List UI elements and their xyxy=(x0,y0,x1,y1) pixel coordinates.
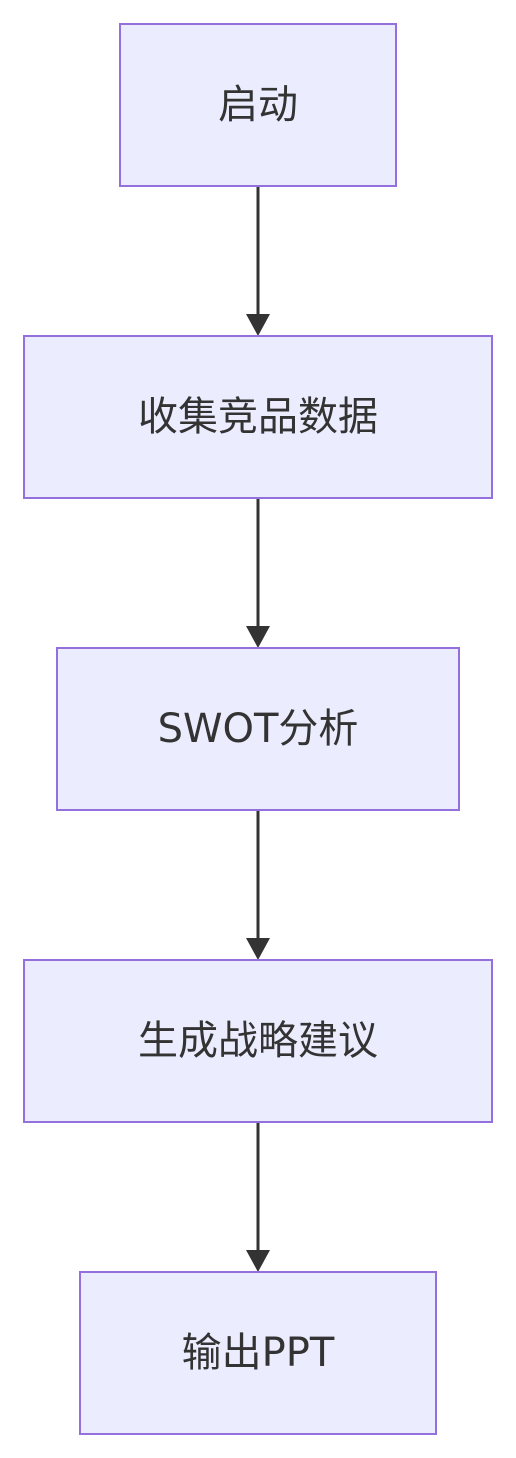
arrow-head-icon xyxy=(246,626,270,648)
node-collect-data[interactable]: 收集竞品数据 xyxy=(23,335,493,499)
edge-collect-to-swot xyxy=(246,498,270,648)
node-start[interactable]: 启动 xyxy=(119,23,397,187)
node-label: 输出PPT xyxy=(182,1330,335,1376)
edge-start-to-collect xyxy=(246,186,270,336)
edges xyxy=(246,186,270,1272)
node-output-ppt[interactable]: 输出PPT xyxy=(79,1271,437,1435)
node-label: 生成战略建议 xyxy=(138,1018,378,1064)
node-label: 收集竞品数据 xyxy=(138,394,378,440)
node-label: SWOT分析 xyxy=(158,706,359,752)
arrow-head-icon xyxy=(246,938,270,960)
arrow-head-icon xyxy=(246,314,270,336)
arrow-head-icon xyxy=(246,1250,270,1272)
node-swot-analysis[interactable]: SWOT分析 xyxy=(56,647,460,811)
node-label: 启动 xyxy=(218,82,298,128)
node-generate-strategy[interactable]: 生成战略建议 xyxy=(23,959,493,1123)
edge-strategy-to-output xyxy=(246,1122,270,1272)
edge-swot-to-strategy xyxy=(246,810,270,960)
